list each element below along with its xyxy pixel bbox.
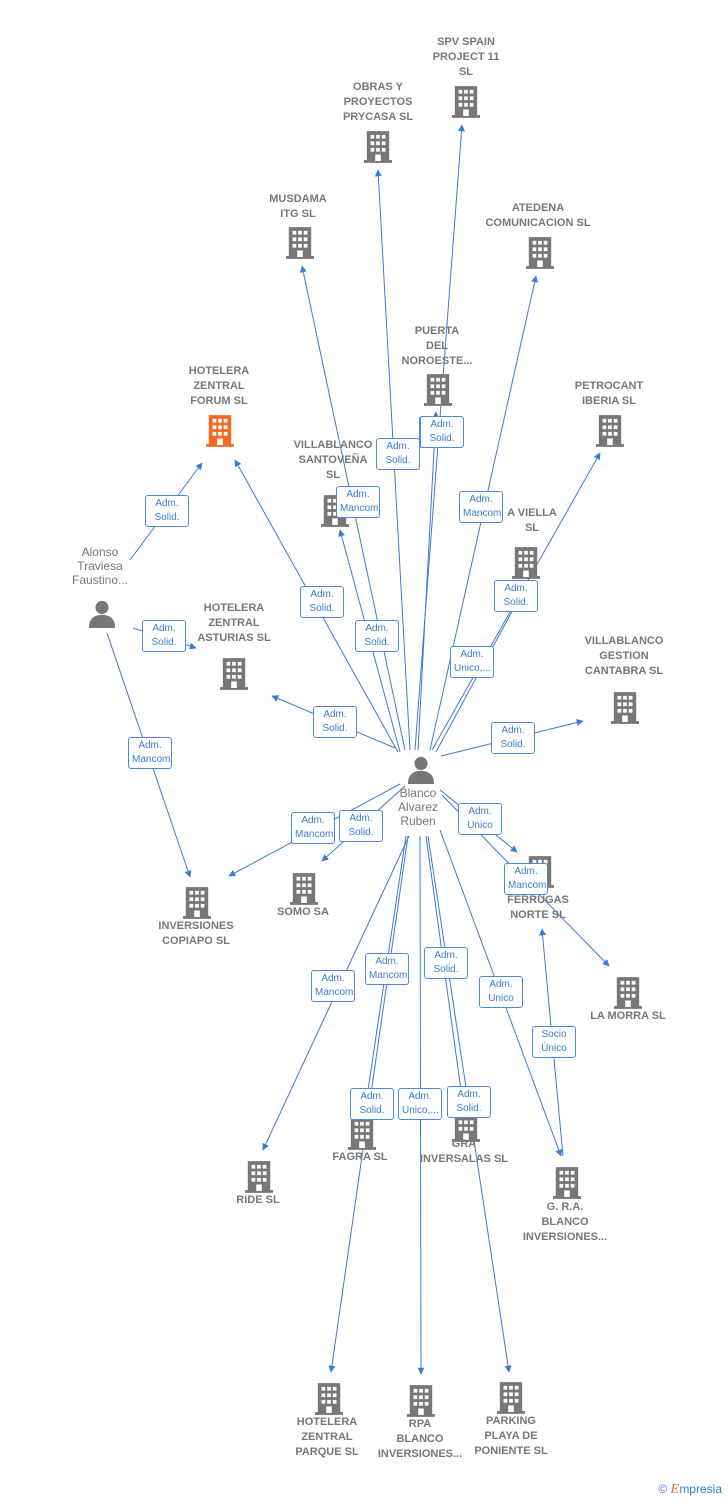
petrocant-building-icon[interactable] <box>596 415 624 447</box>
atedena-building-icon[interactable] <box>526 237 554 269</box>
node-label-atedena[interactable]: ATEDENA COMUNICACION SL <box>485 202 591 229</box>
node-label-viella[interactable]: A VIELLA SL <box>507 507 557 534</box>
edge-label-blanco-to-parking[interactable]: Adm. Solid. <box>447 1086 491 1118</box>
edge-label-alonso-to-hotelera_asturias[interactable]: Adm. Solid. <box>142 620 186 652</box>
spv-building-icon[interactable] <box>452 86 480 118</box>
node-label-fagra[interactable]: FAGRA SL <box>332 1151 388 1163</box>
lamorra-building-icon[interactable] <box>614 977 642 1009</box>
ride-building-icon[interactable] <box>245 1161 273 1193</box>
rpa-building-icon[interactable] <box>407 1385 435 1417</box>
node-label-spv[interactable]: SPV SPAIN PROJECT 11 SL <box>432 36 500 78</box>
alonso-person-icon[interactable] <box>88 600 116 628</box>
edge-label-blanco-to-viella[interactable]: Adm. Unico,... <box>450 646 494 678</box>
edge-label-blanco-to-hotelera_forum[interactable]: Adm. Solid. <box>300 586 344 618</box>
hotelera-forum-building-icon[interactable] <box>206 415 234 447</box>
node-label-villablanco-sant[interactable]: VILLABLANCO SANTOVEÑA SL <box>293 439 373 481</box>
edge-label-alonso-to-inversiones_copiapo[interactable]: Adm. Mancom. <box>128 737 173 769</box>
node-label-villablanco-gest[interactable]: VILLABLANCO GESTION CANTABRA SL <box>584 635 664 677</box>
hotelera-asturias-building-icon[interactable] <box>220 658 248 690</box>
edge-label-blanco-to-gra_blanco[interactable]: Adm. Unico <box>479 976 523 1008</box>
node-label-alonso[interactable]: Alonso Traviesa Faustino... <box>71 545 129 587</box>
hotelera-parque-building-icon[interactable] <box>315 1383 343 1415</box>
puerta-building-icon[interactable] <box>424 374 452 406</box>
edge-label-blanco-to-gra[interactable]: Adm. Solid. <box>424 947 468 979</box>
fagra-building-icon[interactable] <box>348 1118 376 1150</box>
edge-label-blanco-to-inversiones_copiapo[interactable]: Adm. Mancom. <box>291 812 336 844</box>
node-label-obras[interactable]: OBRAS Y PROYECTOS PRYCASA SL <box>342 81 414 123</box>
obras-building-icon[interactable] <box>364 131 392 163</box>
gra-blanco-building-icon[interactable] <box>553 1167 581 1199</box>
edge-label-blanco-to-ride[interactable]: Adm. Mancom. <box>311 970 356 1002</box>
node-label-hotelera-asturias[interactable]: HOTELERA ZENTRAL ASTURIAS SL <box>197 602 271 644</box>
node-label-ferrugas[interactable]: FERRUGAS NORTE SL <box>507 894 569 921</box>
empresia-watermark: © Empresia <box>658 1482 722 1496</box>
edge-label-blanco-to-ferrugas[interactable]: Adm. Unico <box>458 803 502 835</box>
node-label-inversiones-copiapo[interactable]: INVERSIONES COPIAPO SL <box>158 920 234 947</box>
edge-label-blanco-to-hotelera_parque[interactable]: Adm. Mancom. <box>365 953 410 985</box>
edge-label-blanco-to-rpa[interactable]: Adm. Unico,... <box>398 1088 442 1120</box>
node-label-ride[interactable]: RIDE SL <box>236 1194 280 1206</box>
edge-blanco-to-puerta <box>417 411 440 751</box>
viella-building-icon[interactable] <box>512 547 540 579</box>
node-label-gra-blanco[interactable]: G. R.A. BLANCO INVERSIONES... <box>522 1201 608 1243</box>
node-label-hotelera-forum[interactable]: HOTELERA ZENTRAL FORUM SL <box>188 365 250 407</box>
edge-label-blanco-to-petrocant[interactable]: Adm. Solid. <box>494 580 538 612</box>
brand-name: mpresia <box>679 1482 722 1496</box>
node-label-gra[interactable]: GRA INVERSALAS SL <box>419 1138 508 1165</box>
brand-initial: E <box>670 1482 680 1496</box>
node-label-lamorra[interactable]: LA MORRA SL <box>590 1010 666 1022</box>
edge-label-blanco-to-villablanco_sant[interactable]: Adm. Solid. <box>355 620 399 652</box>
node-label-hotelera-parque[interactable]: HOTELERA ZENTRAL PARQUE SL <box>295 1416 359 1458</box>
somo-building-icon[interactable] <box>290 873 318 905</box>
node-label-puerta[interactable]: PUERTA DEL NOROESTE... <box>401 325 473 367</box>
edge-label-blanco-to-lamorra[interactable]: Adm. Mancom. <box>504 863 549 895</box>
copyright-symbol: © <box>658 1482 668 1496</box>
musdama-building-icon[interactable] <box>286 227 314 259</box>
edge-label-blanco-to-atedena[interactable]: Adm. Mancom. <box>459 491 504 523</box>
edge-label-blanco-to-somo[interactable]: Adm. Solid. <box>339 810 383 842</box>
edge-label-blanco-to-obras[interactable]: Adm. Solid. <box>376 438 420 470</box>
parking-building-icon[interactable] <box>497 1382 525 1414</box>
edge-label-gra_blanco-to-ferrugas[interactable]: Socio Único <box>532 1026 576 1058</box>
node-label-parking[interactable]: PARKING PLAYA DE PONIENTE SL <box>474 1415 548 1457</box>
edge-label-blanco-to-fagra[interactable]: Adm. Solid. <box>350 1088 394 1120</box>
inversiones-copiapo-building-icon[interactable] <box>183 887 211 919</box>
edge-label-blanco-to-hotelera_asturias[interactable]: Adm. Solid. <box>313 706 357 738</box>
node-label-musdama[interactable]: MUSDAMA ITG SL <box>269 193 327 220</box>
edge-label-blanco-to-villablanco_gest[interactable]: Adm. Solid. <box>491 722 535 754</box>
node-label-rpa[interactable]: RPA BLANCO INVERSIONES... <box>377 1418 463 1460</box>
villablanco-gest-building-icon[interactable] <box>611 692 639 724</box>
edge-label-blanco-to-musdama[interactable]: Adm. Mancom. <box>336 486 381 518</box>
node-label-petrocant[interactable]: PETROCANT IBERIA SL <box>574 380 644 407</box>
edge-label-alonso-to-hotelera_forum[interactable]: Adm. Solid. <box>145 495 189 527</box>
blanco-person-icon[interactable] <box>407 756 435 784</box>
edge-label-blanco-to-puerta[interactable]: Adm. Solid. <box>420 416 464 448</box>
node-label-somo[interactable]: SOMO SA <box>277 906 329 918</box>
node-label-blanco[interactable]: Blanco Alvarez Ruben <box>397 786 438 828</box>
